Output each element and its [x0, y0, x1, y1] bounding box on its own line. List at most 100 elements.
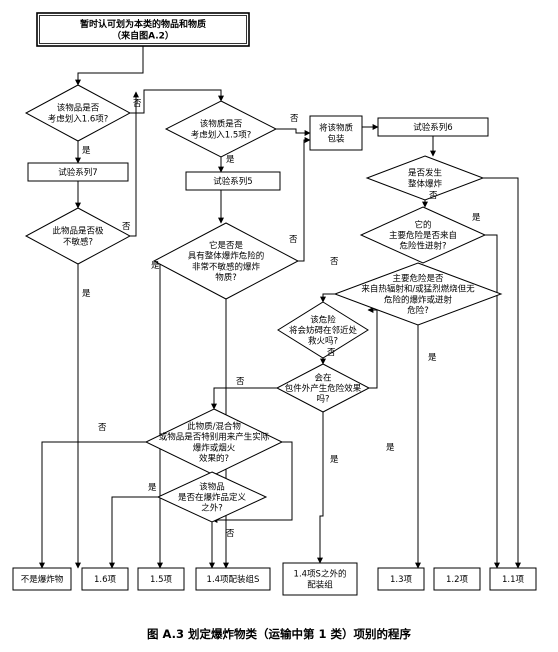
node-text: 物质?	[215, 272, 237, 283]
node-text: 试验系列6	[413, 122, 452, 133]
node-text: 主要危险是否	[392, 273, 444, 284]
connector-arrow	[130, 89, 224, 114]
connector-arrow	[276, 128, 311, 136]
edge-label-no: 否	[122, 222, 131, 232]
node-text: 非常不敏感的爆炸	[192, 261, 261, 272]
node-text: 1.4项配装组S	[207, 574, 260, 585]
node-text: 此物品是否极	[52, 226, 104, 237]
edge-label-yes: 是	[226, 155, 235, 165]
connector-arrow	[367, 307, 378, 389]
node-start: 暂时认可划为本类的物品和物质（来自图A.2）	[36, 12, 250, 47]
node-text: 不是爆炸物	[21, 574, 64, 585]
connector-arrow	[211, 441, 293, 523]
node-text: 救火吗?	[308, 336, 338, 347]
node-text: 包装	[327, 133, 345, 144]
node-text: 1.5项	[150, 575, 173, 585]
node-r-16: 1.6项	[81, 567, 129, 591]
node-text: 1.1项	[502, 575, 525, 585]
node-text: 暂时认可划为本类的物品和物质	[80, 18, 206, 30]
node-r-not: 不是爆炸物	[12, 567, 72, 591]
connector-arrow	[154, 260, 163, 569]
connector-arrow	[109, 496, 158, 569]
node-text: 它的	[414, 219, 431, 230]
node-text: 危险的爆炸或迸射	[384, 294, 453, 305]
node-text: 爆炸或烟火	[193, 442, 236, 453]
node-text: 考虑划入1.6项?	[48, 113, 109, 124]
node-text: 不敏感?	[63, 236, 93, 247]
node-text: 会在	[314, 372, 331, 383]
node-text: 危险?	[407, 305, 429, 316]
edge-label-yes: 是	[151, 261, 160, 271]
edge-label-yes: 是	[428, 353, 437, 363]
node-text: 1.6项	[94, 575, 117, 585]
edge-label-yes: 是	[472, 213, 481, 223]
edge-label-yes: 是	[148, 483, 157, 493]
node-text: 它是否是	[209, 240, 244, 251]
edge-label-yes: 是	[82, 289, 91, 299]
edge-label-no: 否	[236, 377, 245, 387]
edge-label-no: 否	[327, 348, 336, 358]
node-test6: 试验系列6	[377, 117, 489, 137]
node-text: （来自图A.2）	[112, 29, 174, 41]
connector-arrow	[320, 293, 335, 303]
edge-label-no: 否	[226, 529, 235, 539]
edge-label-no: 否	[290, 114, 299, 124]
node-text: 配装组	[307, 579, 333, 590]
node-r-11: 1.1项	[489, 567, 537, 591]
node-r-12: 1.2项	[433, 567, 481, 591]
node-text: 包件外产生危险效果	[285, 383, 362, 394]
node-text: 该危险	[310, 314, 336, 325]
edge-label-no: 否	[429, 191, 438, 201]
node-text: 该物品	[199, 481, 225, 492]
node-text: 之外?	[201, 503, 223, 514]
connector-arrow	[298, 137, 311, 262]
node-text: 考虑划入1.5项?	[191, 129, 252, 140]
connector-arrow	[485, 234, 500, 569]
node-text: 整体爆炸	[408, 178, 443, 189]
node-text: 该物质是否	[200, 119, 243, 130]
node-text: 或物品是否特别用来产生实际	[159, 432, 270, 443]
node-text: 试验系列5	[213, 176, 252, 187]
connector-arrow	[483, 177, 521, 569]
node-text: 来自热辐射和/或猛烈燃烧但无	[361, 284, 475, 295]
node-text: 1.3项	[390, 575, 413, 585]
connector-arrow	[75, 46, 144, 86]
connector-arrow	[317, 412, 324, 564]
node-text: 将会妨碍在邻近处	[289, 325, 358, 336]
node-test5: 试验系列5	[185, 171, 281, 191]
connector-arrow	[211, 387, 277, 410]
edge-label-no: 否	[133, 99, 142, 109]
edge-label-yes: 是	[330, 455, 339, 465]
flow-nodes: 暂时认可划为本类的物品和物质（来自图A.2）该物品是否考虑划入1.6项?试验系列…	[12, 12, 537, 596]
node-text: 效果的?	[199, 453, 229, 464]
node-text: 主要危险是否来自	[389, 230, 457, 241]
node-r-15: 1.5项	[137, 567, 185, 591]
edge-label-yes: 是	[82, 146, 91, 156]
edge-label-no: 否	[289, 235, 298, 245]
node-text: 危险性迸射?	[399, 241, 446, 252]
node-text: 试验系列7	[58, 167, 97, 178]
edge-label-no: 否	[98, 423, 107, 433]
node-text: 是否在爆炸品定义	[178, 492, 247, 503]
edge-label-no: 否	[330, 257, 339, 267]
node-text: 是否发生	[408, 168, 443, 179]
node-test7: 试验系列7	[27, 162, 129, 182]
node-r-14s: 1.4项配装组S	[195, 567, 271, 591]
node-text: 吗?	[316, 395, 329, 405]
edge-label-yes: 是	[386, 443, 395, 453]
node-text: 该物品是否	[57, 103, 100, 114]
